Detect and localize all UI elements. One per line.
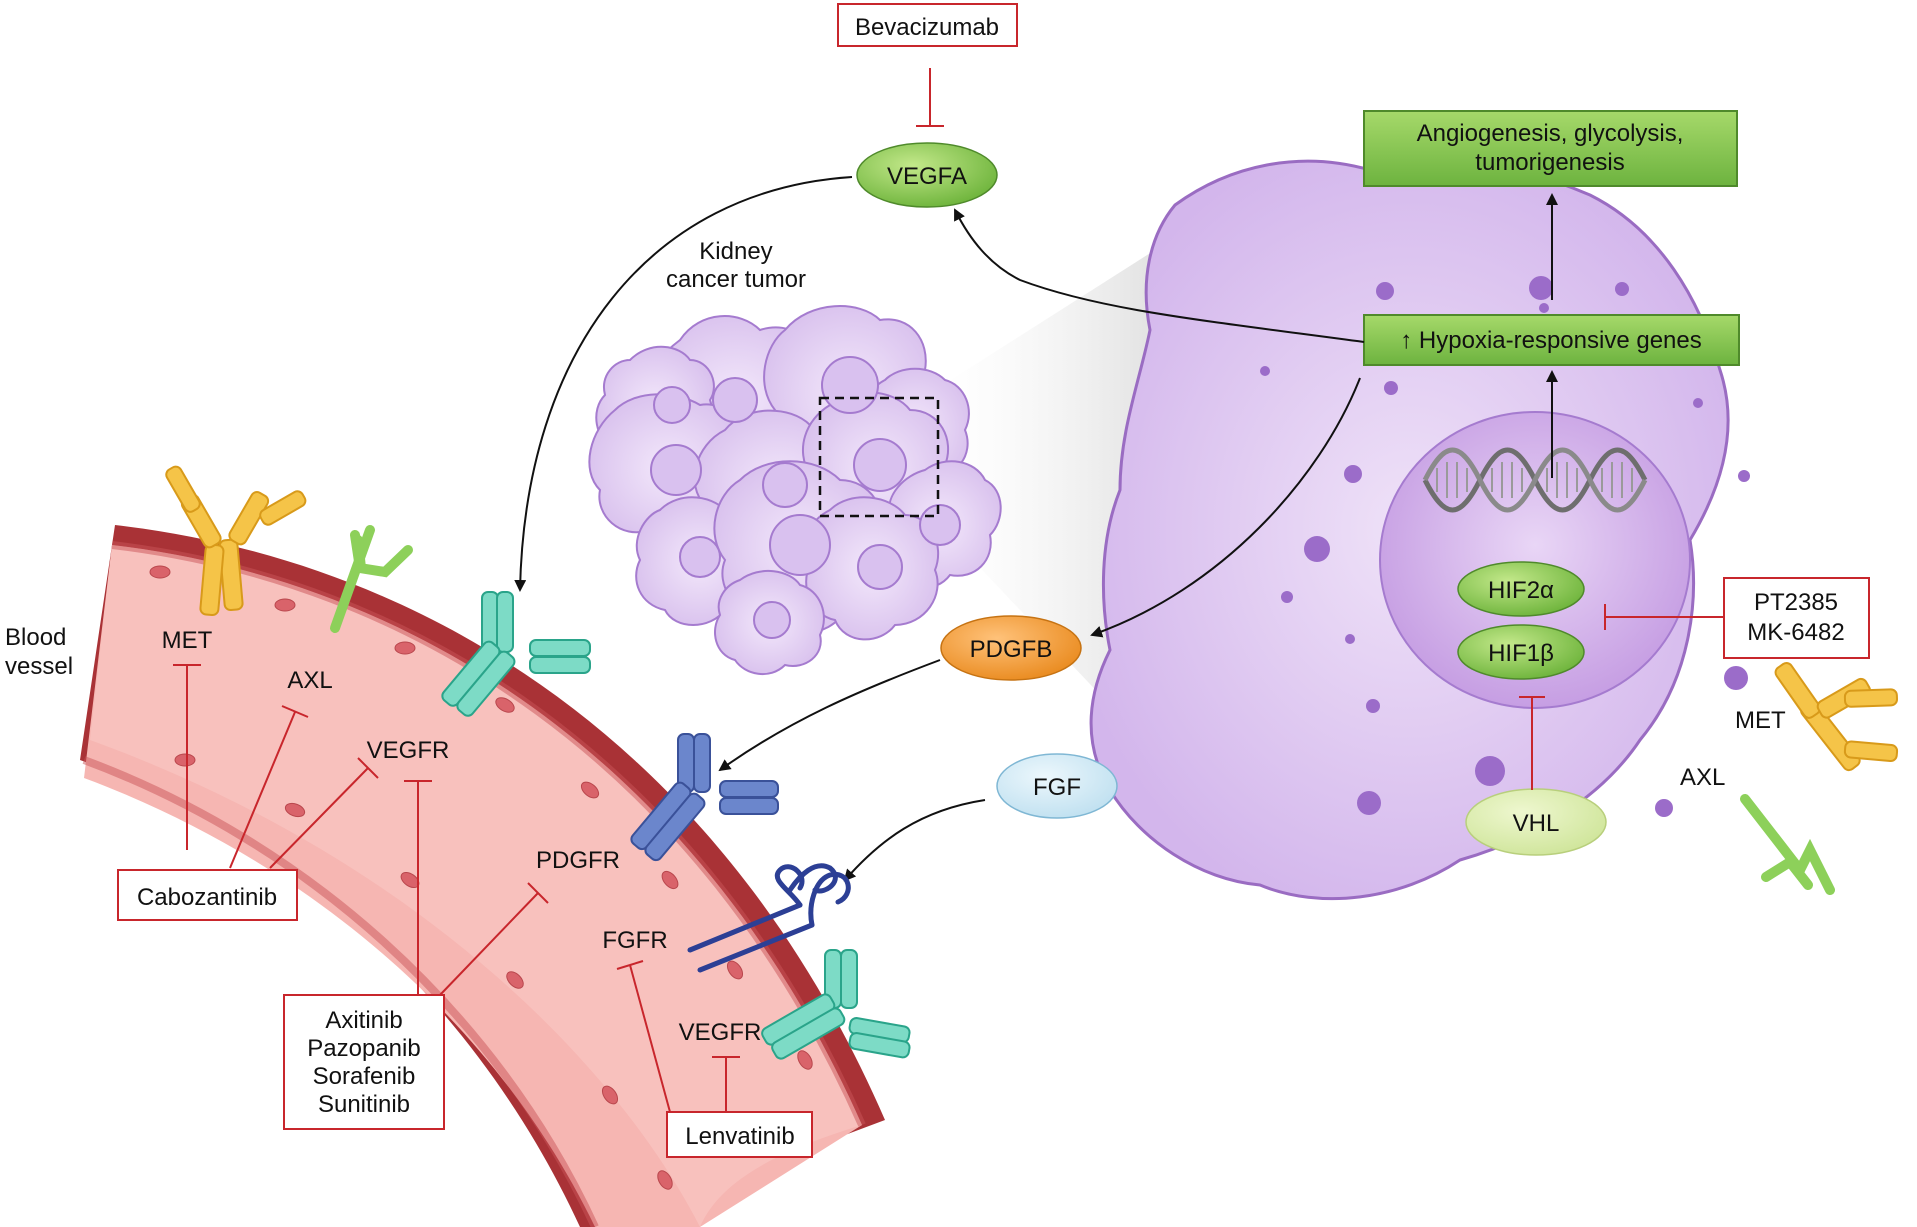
arrow-vegfa-to-vessel [514,176,853,592]
outcome-line2: tumorigenesis [1475,149,1624,176]
hif1b-label: HIF1β [1488,640,1554,667]
pt2385-label: PT2385 [1754,589,1838,616]
tki-pazopanib: Pazopanib [307,1035,420,1062]
fgf-oval [996,753,1118,819]
pdgfb-label: PDGFB [970,636,1053,663]
cytoplasm-granules [1260,276,1750,817]
arrow-genes-to-pdgfb [1090,377,1361,638]
met-vessel-label: MET [162,627,213,654]
met-cell-label: MET [1735,707,1786,734]
fgfr-label: FGFR [602,927,667,954]
lenvatinib-box [666,1111,813,1158]
met-cell-receptor-icon [1774,662,1899,772]
kidney-tumor-label-line2: cancer tumor [666,266,806,293]
blood-vessel-label-line2: vessel [5,653,73,680]
fgfr-receptor-icon [687,863,851,973]
hif2a-label: HIF2α [1488,577,1554,604]
tki-sunitinib: Sunitinib [318,1091,410,1118]
axl-cell-receptor-icon [1740,794,1835,895]
tki-box [283,994,445,1130]
arrow-pdgfb-to-pdgfr [718,659,941,772]
cabozantinib-label: Cabozantinib [137,884,277,911]
vegfa-oval [856,142,998,208]
axl-cell-label: AXL [1680,764,1725,791]
mk6482-label: MK-6482 [1747,619,1844,646]
dna-double-helix-icon [1422,447,1648,513]
cabozantinib-box [117,869,298,921]
kidney-tumor-cluster [588,305,1002,676]
pdgfb-oval [940,615,1082,681]
arrow-fgf-to-fgfr [843,799,986,882]
blood-vessel-label-line1: Blood [5,624,66,651]
tki-axitinib: Axitinib [325,1007,402,1034]
vegfr-lower-receptor-icon [761,949,911,1060]
vegfa-label: VEGFA [887,163,967,190]
inhibition-lines [173,664,740,1113]
pt2385-box [1723,577,1870,659]
met-vessel-receptor-icon [165,465,307,617]
vhl-label: VHL [1513,810,1560,837]
fgf-label: FGF [1033,774,1081,801]
outcome-box [1363,110,1738,187]
kidney-tumor-label-line1: Kidney [699,238,772,265]
axl-vessel-receptor-icon [330,525,413,633]
axl-vessel-label: AXL [287,667,332,694]
pdgfr-label: PDGFR [536,847,620,874]
hypoxia-genes-box [1363,314,1740,366]
pdgfr-receptor-icon [630,733,779,862]
vegfr-upper-receptor-icon [441,591,591,717]
hypoxia-genes-label: ↑ Hypoxia-responsive genes [1400,327,1702,354]
arrow-genes-to-vegfa [954,208,1365,343]
blood-vessel [80,525,885,1227]
tki-sorafenib: Sorafenib [313,1063,416,1090]
bevacizumab-label: Bevacizumab [855,14,999,41]
hif1b-oval [1457,624,1585,680]
vegfr-upper-label: VEGFR [367,737,450,764]
lenvatinib-label: Lenvatinib [685,1123,794,1150]
zoom-region [818,396,940,518]
vegfr-lower-label: VEGFR [679,1019,762,1046]
vhl-oval [1465,788,1607,856]
outcome-line1: Angiogenesis, glycolysis, [1417,120,1684,147]
hif2a-oval [1457,561,1585,617]
bevacizumab-box [837,3,1018,47]
